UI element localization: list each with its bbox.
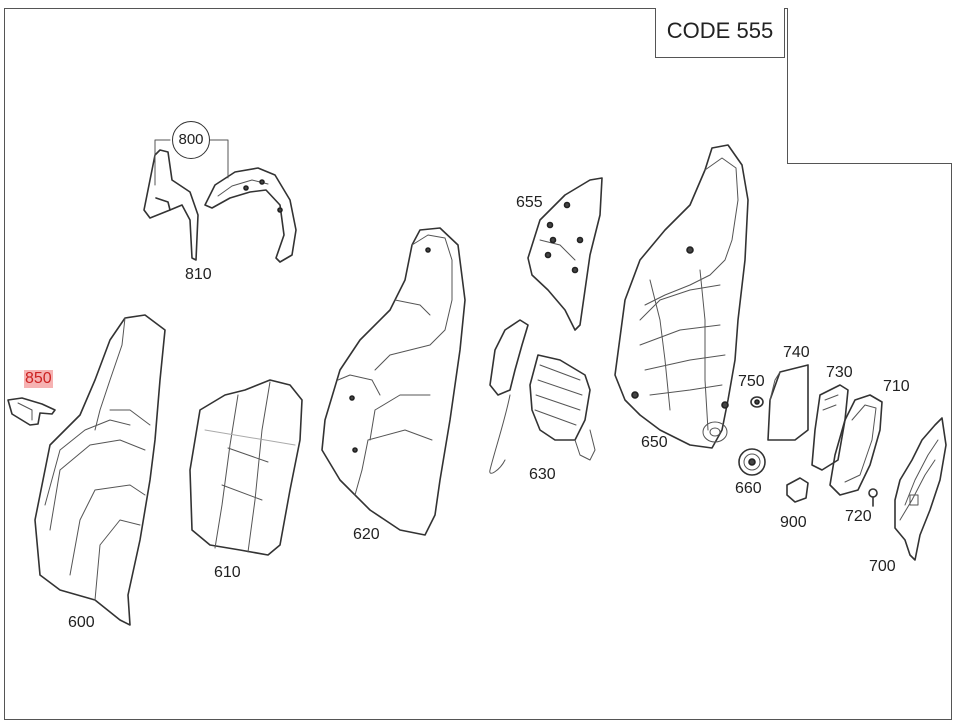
part-750-drawing — [750, 396, 764, 408]
part-710-drawing — [829, 394, 883, 496]
part-900-drawing — [786, 477, 809, 503]
part-label-660[interactable]: 660 — [735, 480, 762, 497]
part-650-drawing — [614, 144, 749, 449]
code-box: CODE 555 — [655, 8, 785, 58]
part-700-drawing — [894, 417, 947, 561]
part-660-drawing — [738, 448, 766, 476]
part-610-drawing — [189, 379, 303, 556]
code-label: CODE 555 — [666, 18, 774, 43]
part-label-600[interactable]: 600 — [68, 614, 95, 631]
part-label-650[interactable]: 650 — [641, 434, 668, 451]
part-850-drawing — [7, 397, 56, 426]
part-label-630[interactable]: 630 — [529, 466, 556, 483]
part-620-drawing — [321, 227, 466, 536]
part-740-drawing — [767, 364, 809, 441]
thumbnail-box — [787, 8, 952, 164]
part-label-655[interactable]: 655 — [516, 194, 543, 211]
diagram-frame — [4, 8, 952, 720]
part-label-740[interactable]: 740 — [783, 344, 810, 361]
part-label-700[interactable]: 700 — [869, 558, 896, 575]
part-600-drawing — [34, 314, 166, 626]
part-label-720[interactable]: 720 — [845, 508, 872, 525]
part-label-610[interactable]: 610 — [214, 564, 241, 581]
part-730-drawing — [811, 384, 849, 471]
part-label-850[interactable]: 850 — [24, 370, 53, 388]
part-label-900[interactable]: 900 — [780, 514, 807, 531]
part-630-drawing — [489, 319, 596, 474]
part-label-800[interactable]: 800 — [172, 121, 210, 159]
part-label-810[interactable]: 810 — [185, 266, 212, 283]
part-720-drawing — [868, 488, 878, 507]
part-810-trim-drawing — [143, 149, 297, 263]
part-label-620[interactable]: 620 — [353, 526, 380, 543]
part-label-730[interactable]: 730 — [826, 364, 853, 381]
part-655-drawing — [527, 177, 603, 331]
part-label-750[interactable]: 750 — [738, 373, 765, 390]
part-label-710[interactable]: 710 — [883, 378, 910, 395]
